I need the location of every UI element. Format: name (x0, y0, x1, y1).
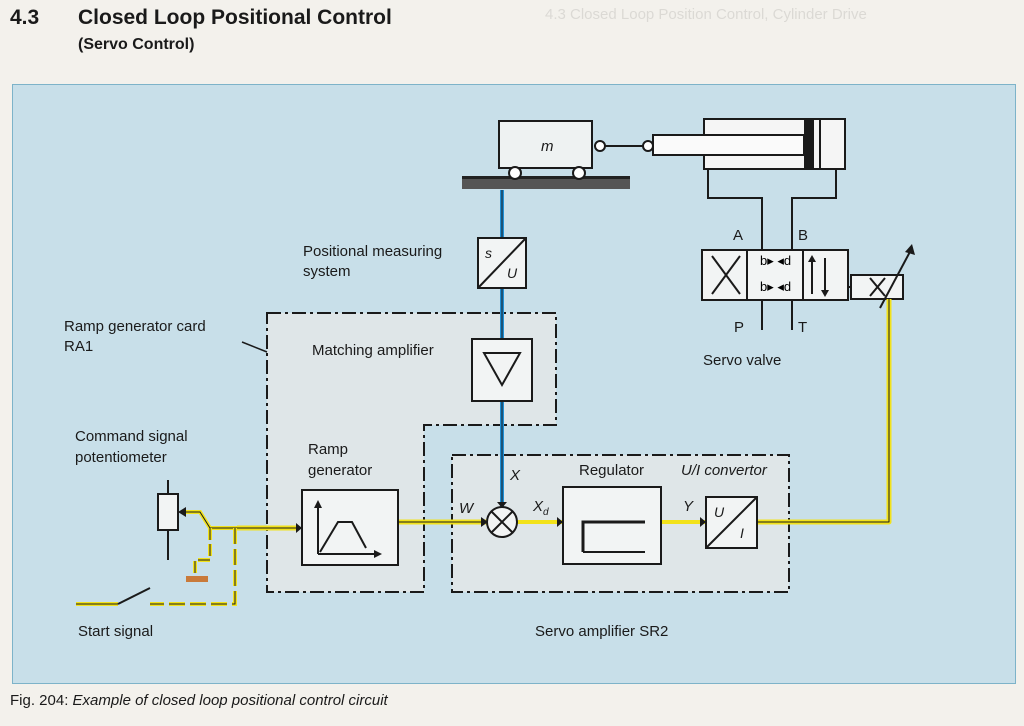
ramp-generator-label-2: generator (308, 462, 373, 479)
section-number: 4.3 (10, 6, 40, 29)
ui-convertor-label: U/I convertor (681, 462, 767, 479)
regulator-label: Regulator (579, 462, 645, 479)
port-p-label: P (734, 319, 745, 336)
ui-label-i: I (740, 525, 744, 541)
port-t-label: T (798, 319, 808, 336)
matching-amplifier-label: Matching amplifier (312, 342, 434, 359)
section-title: Closed Loop Positional Control (78, 6, 392, 29)
start-signal-label: Start signal (78, 623, 154, 640)
ramp-generator-label: Ramp (308, 441, 349, 458)
command-signal-label: Command signal (75, 428, 188, 445)
signal-xd-label: Xd (533, 498, 549, 518)
positional-measuring-label: Positional measuring (303, 243, 443, 260)
servo-valve-label: Servo valve (703, 352, 782, 369)
ui-label-u: U (714, 504, 725, 520)
port-a-label: A (733, 227, 744, 244)
mass-label: m (541, 138, 554, 155)
svg-text:b▸ ◂d: b▸ ◂d (760, 253, 791, 268)
hydraulic-cylinder (652, 118, 846, 170)
servo-valve-symbol: b▸ ◂d b▸ ◂d (701, 244, 915, 309)
matching-amplifier-symbol (471, 338, 533, 402)
regulator-symbol (562, 486, 662, 565)
signal-y-label: Y (683, 498, 694, 515)
ramp-generator-symbol (301, 489, 399, 566)
section-subtitle: (Servo Control) (78, 36, 195, 53)
servo-amplifier-label: Servo amplifier SR2 (535, 623, 669, 640)
control-signal-path (237, 299, 892, 533)
signal-xd-subscript: d (543, 507, 549, 518)
command-signal-label-2: potentiometer (75, 449, 167, 466)
ui-convertor-symbol (705, 496, 758, 549)
sensor-label-s: s (485, 245, 492, 261)
summing-junction (486, 502, 518, 538)
caption-prefix: Fig. 204: (10, 692, 69, 709)
positional-measuring-label-2: system (303, 263, 351, 280)
mass-carriage (498, 120, 654, 180)
signal-w-label: W (459, 500, 474, 517)
signal-x-label: X (510, 467, 521, 484)
carriage-rail (462, 178, 630, 189)
sensor-label-u: U (507, 265, 518, 281)
caption-text: Example of closed loop positional contro… (72, 692, 388, 709)
ramp-card-id: RA1 (64, 338, 94, 355)
sensor-su-box (477, 237, 527, 289)
ramp-card-label: Ramp generator card (64, 318, 206, 335)
start-switch-symbol (76, 587, 151, 606)
background-ghost-heading: 4.3 Closed Loop Position Control, Cylind… (545, 6, 867, 23)
figure-caption: Fig. 204: Example of closed loop positio… (10, 692, 388, 709)
potentiometer-symbol (150, 480, 237, 606)
port-b-label: B (798, 227, 809, 244)
svg-text:b▸ ◂d: b▸ ◂d (760, 279, 791, 294)
